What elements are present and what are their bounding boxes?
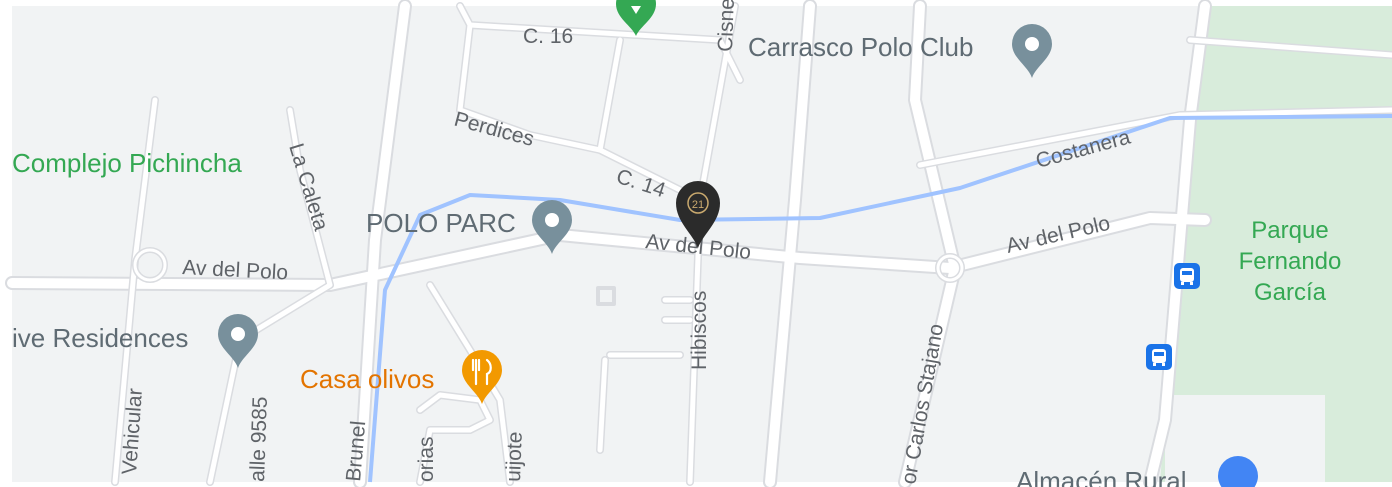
parque-fernando-garcia-area [1160,6,1392,482]
bus-stop-icon[interactable] [1146,344,1172,370]
place-label-almacen-rural[interactable]: Almacén Rural [1016,466,1187,487]
place-label-complejo-pichincha[interactable]: Complejo Pichincha [12,148,242,178]
place-label-carrasco-polo-club[interactable]: Carrasco Polo Club [748,32,973,62]
street-label-orias: orias [415,436,438,482]
street-label-av-del-polo-left: Av del Polo [182,256,289,285]
marker-label: 21 [692,199,704,211]
place-pin-icon[interactable] [532,200,572,254]
street-label-c16: C. 16 [523,25,573,48]
place-label-live-residences[interactable]: ive Residences [12,323,188,353]
street-label-hibiscos: Hibiscos [688,291,711,370]
svg-text:Parque: Parque [1251,217,1328,244]
place-label-parque-fernando-garcia[interactable]: Parque Fernando García [1239,217,1342,306]
restaurant-icon[interactable] [462,350,502,404]
svg-text:Fernando: Fernando [1239,248,1342,275]
street-label-brunel: Brunel [342,420,370,482]
street-label-cisne: Cisne [714,0,739,52]
place-pin-icon[interactable] [218,314,258,368]
road-network [5,0,1392,487]
place-label-casa-olivos[interactable]: Casa olivos [300,364,434,394]
shopping-icon[interactable] [1218,456,1258,487]
place-pin-icon[interactable] [1012,24,1052,78]
stream-water [368,114,1392,483]
bus-stop-icon[interactable] [1174,263,1200,289]
street-label-quijote: uijote [502,431,527,482]
place-pin-icon[interactable] [616,0,656,36]
century21-marker-icon[interactable]: 21 [676,181,720,248]
place-label-polo-parc[interactable]: POLO PARC [366,208,516,238]
svg-text:García: García [1254,279,1327,306]
street-label-calle-9585: alle 9585 [246,396,272,482]
